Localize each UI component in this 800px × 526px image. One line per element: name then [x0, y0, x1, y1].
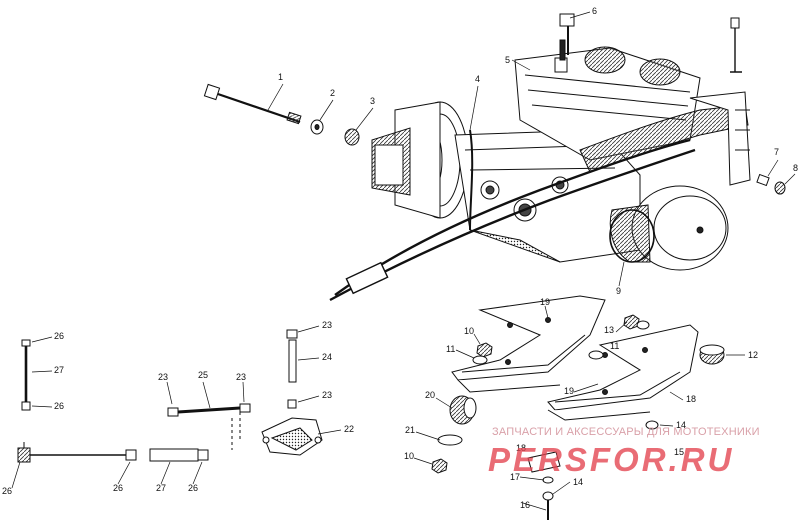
callout-1: 1	[278, 72, 283, 82]
callout-16: 16	[520, 500, 530, 510]
engine-assembly	[329, 13, 751, 302]
callout-6: 6	[592, 6, 597, 16]
callout-23b: 23	[236, 372, 246, 382]
callout-14b: 14	[573, 477, 583, 487]
hose-assembly	[17, 329, 323, 463]
callout-23a: 23	[158, 372, 168, 382]
callout-23d: 23	[322, 390, 332, 400]
callout-11b: 11	[610, 341, 619, 351]
callout-19a: 19	[540, 297, 550, 307]
callout-25: 25	[198, 370, 208, 380]
callout-11a: 11	[446, 344, 455, 354]
callout-14a: 14	[676, 420, 686, 430]
callout-13: 13	[604, 325, 614, 335]
callout-2: 2	[330, 88, 335, 98]
callout-10b: 10	[404, 451, 414, 461]
callout-5: 5	[505, 55, 510, 65]
callout-20: 20	[425, 390, 435, 400]
callout-18a: 18	[686, 394, 696, 404]
watermark-tagline: ЗАПЧАСТИ И АКСЕССУАРЫ ДЛЯ МОТОТЕХНИКИ	[492, 426, 760, 438]
callout-4: 4	[475, 74, 480, 84]
callout-7: 7	[774, 147, 779, 157]
callout-23c: 23	[322, 320, 332, 330]
engine-mount-brackets	[431, 295, 725, 520]
mount-bolt-hardware	[203, 83, 786, 195]
callout-26c: 26	[2, 486, 12, 496]
callout-24: 24	[322, 352, 332, 362]
watermark-logo: PERSFOR.RU	[488, 441, 735, 478]
callout-15: 15	[674, 447, 684, 457]
callout-10a: 10	[464, 326, 474, 336]
callout-22: 22	[344, 424, 354, 434]
leader-lines	[11, 11, 796, 511]
callout-19b: 19	[564, 386, 574, 396]
callout-8: 8	[793, 163, 798, 173]
callout-9: 9	[616, 286, 621, 296]
callout-26a: 26	[54, 331, 64, 341]
callout-labels: 1 2 3 4 5 6 7 8 9 10 10 11 11 12 13 14 1…	[2, 6, 798, 510]
callout-18b: 18	[516, 443, 526, 453]
callout-27b: 27	[156, 483, 166, 493]
callout-21: 21	[405, 425, 415, 435]
callout-26e: 26	[188, 483, 198, 493]
callout-26b: 26	[54, 401, 64, 411]
callout-3: 3	[370, 96, 375, 106]
callout-27a: 27	[54, 365, 64, 375]
callout-26d: 26	[113, 483, 123, 493]
callout-12: 12	[748, 350, 758, 360]
callout-17: 17	[510, 472, 520, 482]
